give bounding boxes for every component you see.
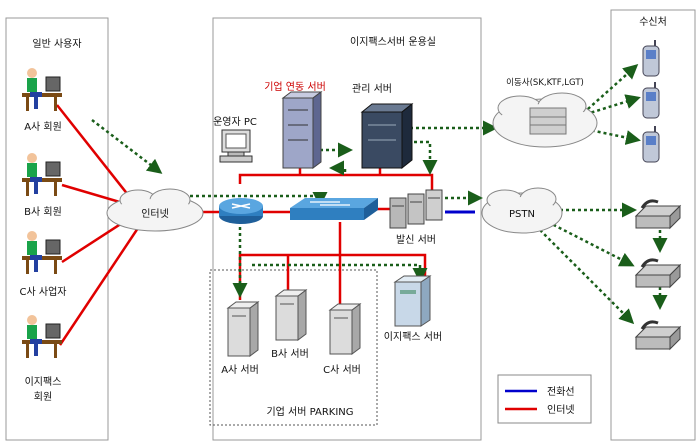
parking-frame: [209, 269, 378, 426]
management-server-label: 관리 서버: [352, 83, 392, 95]
easyfax-server-icon: [393, 275, 432, 327]
legend: 전화선 인터넷: [497, 374, 592, 424]
user-easyfax-label-2: 회원: [34, 391, 52, 403]
parking-title: 기업 서버 PARKING: [266, 405, 353, 418]
a-server-label: A사 서버: [221, 364, 259, 376]
dispatch-server-label: 발신 서버: [396, 234, 436, 246]
fax-machine-icon: [634, 320, 682, 351]
mobile-phone-icon: [642, 126, 660, 163]
user-c-label: C사 사업자: [20, 285, 67, 298]
users-title: 일반 사용자: [32, 38, 81, 50]
router-icon: [219, 198, 263, 224]
legend-internet-label: 인터넷: [547, 404, 575, 416]
receivers-title: 수신처: [639, 16, 667, 28]
mobile-phone-icon: [642, 40, 660, 77]
b-server-icon: [274, 289, 308, 341]
carriers-cloud-label: 이동사(SK,KTF,LGT): [506, 77, 584, 88]
switch-icon: [290, 198, 378, 220]
user-easyfax-label-1: 이지팩스: [25, 376, 62, 388]
easyfax-server-label: 이지팩스 서버: [384, 331, 442, 343]
c-server-label: C사 서버: [323, 364, 361, 376]
center-title: 이지팩스서버 운용실: [350, 36, 436, 48]
legend-phone-label: 전화선: [547, 386, 575, 398]
user-b-icon: [22, 153, 62, 196]
receivers-frame: [610, 9, 696, 441]
user-a-icon: [22, 68, 62, 111]
b-server-label: B사 서버: [271, 348, 309, 360]
internet-cloud-label: 인터넷: [141, 208, 169, 220]
management-server-icon: [360, 102, 414, 170]
user-c-icon: [22, 231, 62, 274]
internet-cloud-icon: [106, 188, 204, 232]
fax-machine-icon: [634, 258, 682, 289]
operator-pc-icon: [219, 129, 253, 163]
mobile-phone-icon: [642, 82, 660, 119]
pstn-cloud-icon: [481, 187, 563, 234]
a-server-icon: [226, 301, 260, 357]
c-server-icon: [328, 303, 362, 355]
integration-server-label: 기업 연동 서버: [264, 80, 326, 93]
operator-pc-label: 운영자 PC: [213, 116, 257, 128]
center-frame: [212, 17, 482, 441]
users-frame: [5, 17, 109, 441]
user-b-label: B사 회원: [24, 206, 62, 218]
dispatch-server-icon: [389, 189, 443, 229]
integration-server-icon: [281, 91, 323, 169]
fax-machine-icon: [634, 199, 682, 230]
user-a-label: A사 회원: [24, 121, 62, 133]
carriers-cloud-icon: [492, 92, 598, 148]
pstn-cloud-label: PSTN: [509, 209, 535, 220]
user-easyfax-icon: [22, 315, 62, 358]
